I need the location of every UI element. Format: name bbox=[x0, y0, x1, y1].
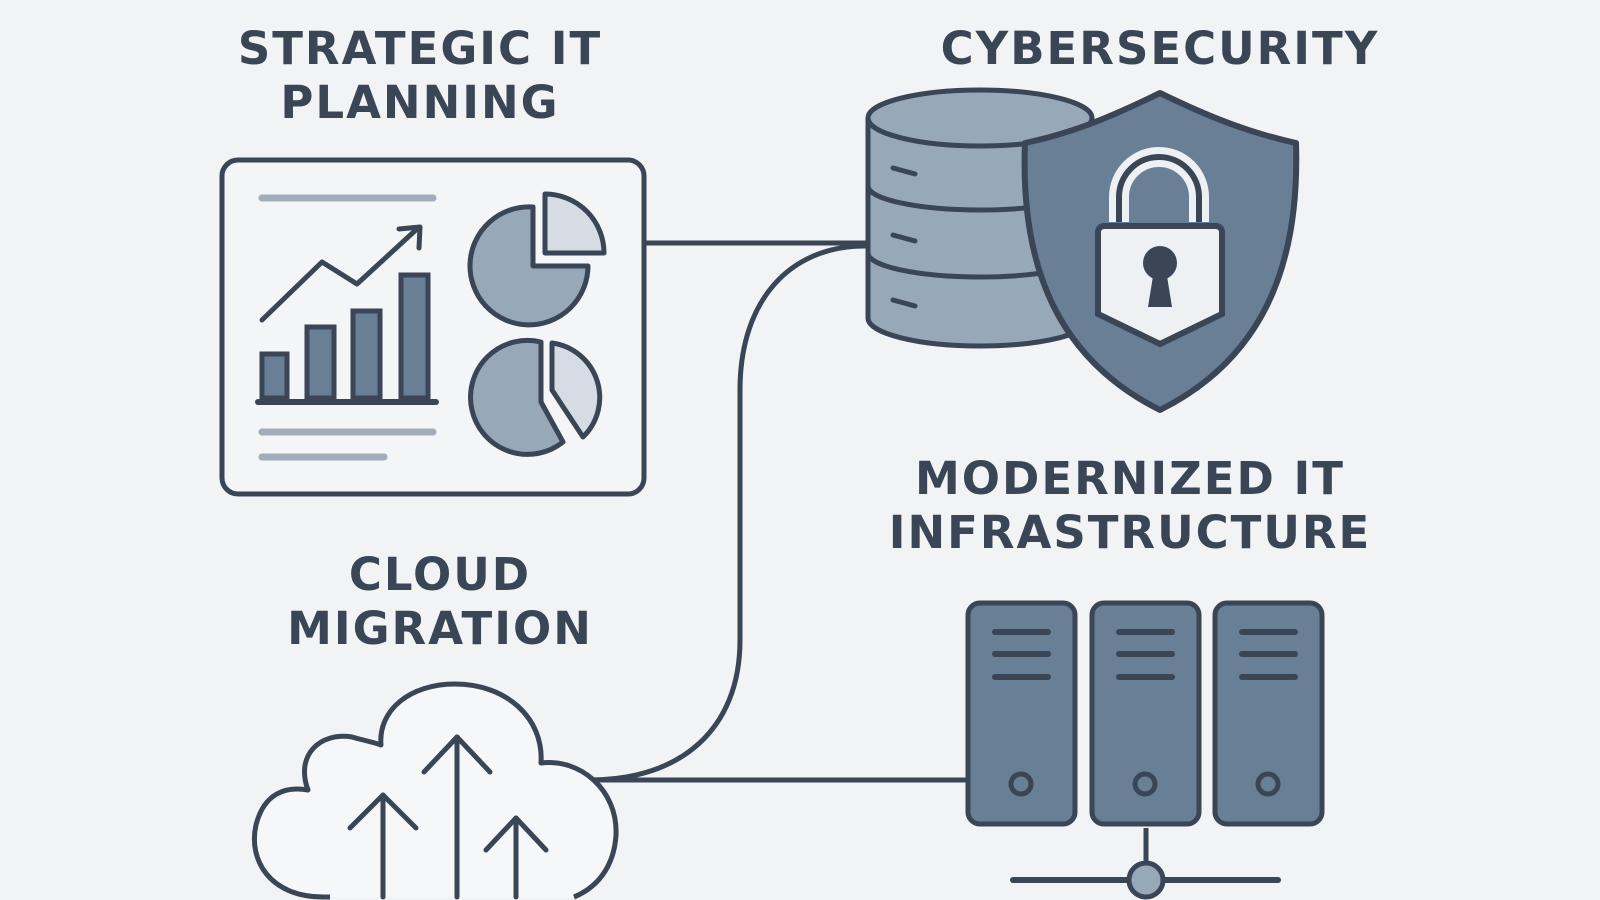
cloud-label-line-2: MIGRATION bbox=[287, 602, 593, 655]
strategic-it-planning-label: STRATEGIC IT PLANNING bbox=[185, 22, 655, 130]
connector-database-to-cloud bbox=[587, 243, 868, 783]
strategic-label-line-1: STRATEGIC IT bbox=[237, 22, 603, 75]
server-right bbox=[1212, 600, 1325, 827]
cybersecurity-label: CYBERSECURITY bbox=[900, 22, 1420, 76]
modernized-label-line-2: INFRASTRUCTURE bbox=[888, 506, 1372, 559]
cybersecurity-label-line-1: CYBERSECURITY bbox=[940, 22, 1380, 75]
connector-lines bbox=[587, 240, 971, 783]
server-left bbox=[965, 600, 1078, 827]
modernized-it-infrastructure-label: MODERNIZED IT INFRASTRUCTURE bbox=[850, 452, 1410, 560]
cloud-upload-icon bbox=[252, 681, 619, 900]
server-rack-network-icon bbox=[965, 600, 1325, 900]
server-middle bbox=[1089, 600, 1202, 827]
strategic-label-line-2: PLANNING bbox=[280, 76, 560, 129]
database-shield-lock-icon bbox=[865, 87, 1300, 413]
modernized-label-line-1: MODERNIZED IT bbox=[914, 452, 1345, 505]
cloud-label-line-1: CLOUD bbox=[348, 548, 532, 601]
upload-arrows bbox=[347, 734, 549, 900]
lock-icon bbox=[1095, 147, 1225, 348]
dashboard-charts-icon bbox=[219, 157, 647, 497]
cloud-migration-label: CLOUD MIGRATION bbox=[240, 548, 640, 656]
